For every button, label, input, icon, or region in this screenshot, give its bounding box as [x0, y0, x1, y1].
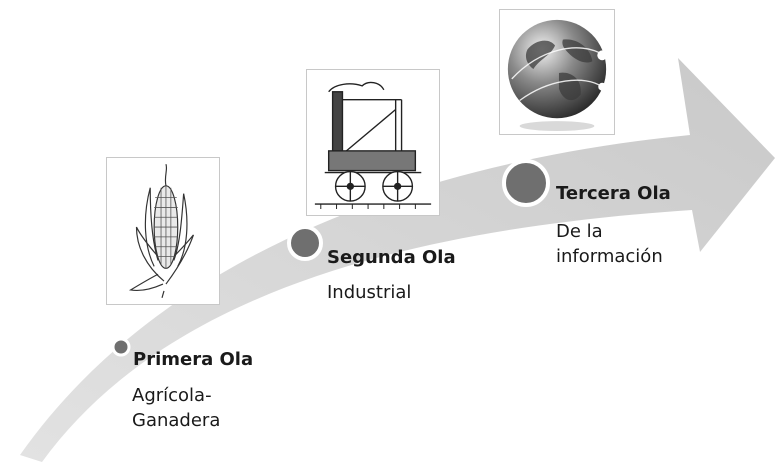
wave-1-subtitle: Agrícola- Ganadera [132, 385, 221, 431]
globe-icon [507, 19, 608, 131]
locomotive-image [306, 69, 440, 216]
wave-3-title: Tercera Ola [556, 183, 671, 204]
wave-2-subtitle: Industrial [327, 282, 412, 303]
wave-3-subtitle: De la información [556, 221, 663, 267]
globe-image [499, 9, 615, 135]
wave-marker-3 [502, 159, 550, 207]
wave-2-title: Segunda Ola [327, 247, 456, 268]
steam-locomotive-icon [314, 81, 432, 209]
wave-1-title: Primera Ola [133, 349, 254, 370]
wave-marker-2 [287, 225, 323, 261]
corn-cob-icon [128, 164, 195, 298]
corn-image [106, 157, 220, 305]
wave-marker-1 [111, 337, 131, 357]
